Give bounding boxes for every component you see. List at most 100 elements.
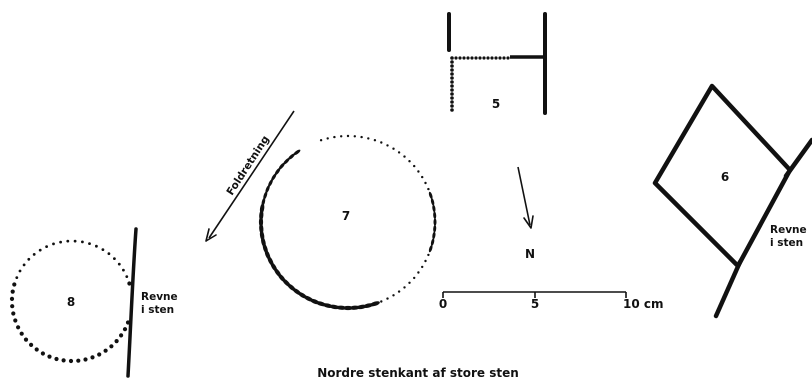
feature-5-dotted-marks xyxy=(450,56,510,112)
feature-7-dash xyxy=(430,198,435,206)
feature-6-crack-label-line2: i sten xyxy=(770,237,803,249)
feature-8-dot xyxy=(22,263,26,267)
feature-8-crack-line xyxy=(126,227,138,378)
feature-5-label: 5 xyxy=(492,97,500,111)
fold-direction-label: Foldretning xyxy=(224,134,271,198)
feature-5-dot xyxy=(486,56,490,60)
feature-8-dot xyxy=(127,281,132,286)
feature-7-dot xyxy=(360,135,363,139)
feature-7-dash xyxy=(433,211,437,220)
feature-7-dot xyxy=(397,290,401,293)
feature-6-crack-upper xyxy=(783,137,812,179)
feature-7-dot xyxy=(392,147,395,150)
feature-8-dot xyxy=(27,257,31,261)
fold-direction-arrow: Foldretning xyxy=(205,110,295,242)
feature-5-dot xyxy=(454,56,458,60)
feature-8-dot xyxy=(13,318,18,323)
feature-5-dot xyxy=(506,56,510,60)
feature-7-dash xyxy=(271,173,277,181)
feature-7-dash xyxy=(428,244,433,253)
feature-7-dot xyxy=(424,259,427,263)
feature-7-dash xyxy=(433,224,437,233)
feature-8-dot xyxy=(97,352,102,357)
feature-5: 5 xyxy=(447,12,547,115)
feature-8-dot xyxy=(95,244,98,248)
feature-7-dot xyxy=(427,187,430,191)
feature-8: 8 Revne i sten xyxy=(9,227,178,378)
feature-7-dot xyxy=(424,181,427,185)
feature-8-dot xyxy=(11,311,16,316)
feature-5-dot xyxy=(450,84,454,88)
feature-5-dot xyxy=(478,56,482,60)
feature-7-dot xyxy=(367,137,370,140)
feature-5-dot xyxy=(462,56,466,60)
feature-7-dot xyxy=(427,253,430,257)
feature-7-dot xyxy=(386,144,389,147)
feature-8-dot xyxy=(119,333,124,338)
feature-8-dotted-ring xyxy=(9,239,132,364)
feature-7-dot xyxy=(413,276,416,280)
feature-5-dot xyxy=(474,56,478,60)
feature-7-dash xyxy=(432,231,436,240)
north-arrow: N xyxy=(517,166,535,261)
feature-7-dash xyxy=(432,204,436,213)
feature-5-dot xyxy=(450,56,454,60)
feature-8-crack-label-line1: Revne xyxy=(141,291,178,303)
feature-8-dot xyxy=(10,304,15,309)
feature-7-dash xyxy=(274,167,281,176)
feature-7-dot xyxy=(373,139,377,142)
feature-8-dot xyxy=(15,276,19,279)
feature-7-dot xyxy=(319,139,323,142)
feature-7-dash xyxy=(261,197,266,207)
feature-8-dot xyxy=(88,242,91,246)
feature-7-dot xyxy=(392,294,395,297)
feature-8-dot xyxy=(103,348,108,353)
feature-7-ring-marks xyxy=(258,134,437,311)
feature-5-dot xyxy=(450,60,454,64)
feature-6-crack-lower xyxy=(713,259,743,319)
feature-5-dot xyxy=(450,100,454,104)
feature-8-dot xyxy=(40,351,46,356)
feature-5-dot xyxy=(450,104,454,108)
feature-5-dot xyxy=(450,92,454,96)
feature-8-dot xyxy=(66,239,70,243)
feature-7-dot xyxy=(326,137,329,140)
feature-5-dot xyxy=(494,56,498,60)
feature-8-dot xyxy=(29,342,34,347)
feature-7-dot xyxy=(346,134,350,138)
feature-7-dot xyxy=(380,141,383,144)
feature-5-dot xyxy=(450,76,454,80)
north-label: N xyxy=(525,247,535,261)
feature-8-dot xyxy=(83,357,88,362)
feature-8-dot xyxy=(34,347,39,352)
feature-8-dot xyxy=(61,358,66,363)
feature-7-dash xyxy=(283,158,290,165)
scale-bar-label-0: 0 xyxy=(439,297,447,311)
figure-caption: Nordre stenkant af store sten xyxy=(317,366,519,378)
fold-direction-arrowhead xyxy=(205,228,217,242)
feature-8-dot xyxy=(107,252,111,256)
feature-7-dot xyxy=(417,170,420,173)
feature-7-dash xyxy=(428,191,433,200)
feature-5-dot xyxy=(466,56,470,60)
feature-8-dot xyxy=(47,354,52,359)
feature-8-dot xyxy=(68,358,74,364)
north-arrow-line xyxy=(517,166,531,226)
feature-8-dot xyxy=(90,355,95,360)
feature-6-crack-label-line1: Revne xyxy=(770,224,807,236)
feature-7-dash xyxy=(259,203,265,214)
feature-7-dot xyxy=(386,297,389,300)
feature-8-dot xyxy=(113,257,116,260)
feature-8-dot xyxy=(59,240,62,244)
feature-7-dot xyxy=(403,155,406,158)
feature-8-dot xyxy=(122,327,128,332)
feature-5-dot xyxy=(450,96,454,100)
feature-8-crack-label-line2: i sten xyxy=(141,304,174,316)
feature-8-dot xyxy=(45,245,48,249)
feature-7-dash xyxy=(430,238,435,246)
feature-7-dot xyxy=(333,135,336,139)
feature-5-dot xyxy=(450,88,454,92)
feature-7-dash xyxy=(263,191,268,200)
